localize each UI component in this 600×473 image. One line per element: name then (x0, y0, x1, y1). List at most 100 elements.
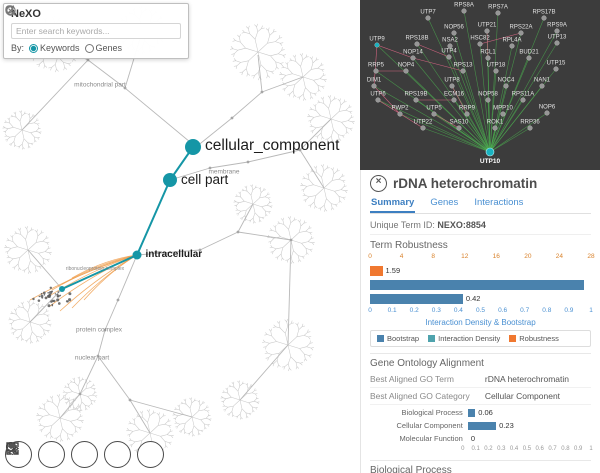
gene-node[interactable] (518, 30, 524, 36)
axis-tick: 0.5 (522, 446, 532, 452)
gene-node[interactable] (495, 10, 501, 16)
gene-edge-negative (412, 57, 464, 72)
ontology-edge (79, 355, 99, 395)
axis-tick: 0.9 (574, 446, 583, 452)
gene-node[interactable] (484, 28, 490, 34)
gene-node[interactable] (539, 83, 545, 89)
gene-node[interactable] (425, 15, 431, 21)
gene-label: RPS8A (454, 3, 474, 9)
tab-interactions[interactable]: Interactions (474, 197, 524, 208)
radio-keywords[interactable]: Keywords (29, 43, 80, 53)
term-node-cell-part[interactable] (163, 173, 177, 187)
gene-cluster-dot (43, 293, 46, 296)
ontology-node[interactable] (236, 230, 240, 234)
gene-node[interactable] (477, 41, 483, 47)
radio-genes[interactable]: Genes (84, 43, 122, 53)
gene-node[interactable] (447, 43, 453, 49)
tab-genes[interactable]: Genes (430, 197, 459, 208)
radio-genes-input[interactable] (84, 43, 94, 53)
ontology-node[interactable] (123, 86, 127, 90)
ontology-node[interactable] (78, 392, 82, 396)
refresh-icon[interactable] (4, 4, 17, 17)
gene-node[interactable] (451, 97, 457, 103)
ontology-node[interactable] (116, 298, 120, 302)
gene-node[interactable] (485, 97, 491, 103)
bar-value: 0 (470, 434, 475, 443)
gene-node[interactable] (553, 66, 559, 72)
gene-node[interactable] (449, 83, 455, 89)
gene-node[interactable] (526, 55, 532, 61)
gene-node[interactable] (410, 55, 416, 61)
gene-node[interactable] (493, 68, 499, 74)
gene-node[interactable] (403, 68, 409, 74)
gene-node[interactable] (554, 28, 560, 34)
radio-keywords-input[interactable] (29, 43, 39, 53)
ontology-node[interactable] (298, 148, 302, 152)
axis-tick: 0.5 (475, 307, 486, 314)
gene-edge (487, 99, 491, 153)
ontology-graph[interactable] (0, 0, 360, 473)
gene-node[interactable] (397, 111, 403, 117)
gene-node[interactable] (492, 125, 498, 131)
gene-node[interactable] (485, 55, 491, 61)
axis-tick: 0.6 (535, 446, 544, 452)
ontology-edge (97, 329, 106, 357)
zoom-out-button[interactable] (5, 441, 65, 468)
gene-node[interactable] (460, 68, 466, 74)
gene-node[interactable] (544, 110, 550, 116)
tab-summary[interactable]: Summary (370, 195, 416, 213)
gene-node[interactable] (461, 8, 467, 14)
gene-node[interactable] (371, 83, 377, 89)
gene-label: RRP9 (459, 106, 476, 112)
gene-node[interactable] (509, 43, 515, 49)
gene-node[interactable] (541, 15, 547, 21)
gene-node[interactable] (500, 111, 506, 117)
expand-collapse-button[interactable] (8, 441, 131, 468)
ontology-node[interactable] (96, 354, 100, 358)
gene-node[interactable] (413, 97, 419, 103)
gene-node[interactable] (503, 83, 509, 89)
ontology-node[interactable] (86, 58, 90, 62)
gene-node[interactable] (373, 68, 379, 74)
gene-node[interactable] (554, 40, 560, 46)
ontology-node[interactable] (246, 160, 250, 164)
ontology-edge (195, 117, 233, 148)
gene-node[interactable] (464, 111, 470, 117)
ontology-node[interactable] (103, 328, 107, 332)
term-node-cellular_component[interactable] (185, 139, 201, 155)
fit-to-screen-button[interactable] (6, 441, 98, 468)
gene-node[interactable] (527, 125, 533, 131)
gene-node[interactable] (431, 111, 437, 117)
gene-node[interactable] (420, 125, 426, 131)
robustness-heading: Term Robustness (370, 240, 448, 251)
gene-node[interactable] (374, 42, 380, 48)
ontology-node[interactable] (260, 90, 264, 94)
ontology-node[interactable] (230, 116, 234, 120)
ontology-node[interactable] (198, 248, 202, 252)
gene-node[interactable] (456, 125, 462, 131)
gene-node[interactable] (451, 30, 457, 36)
gene-node-hub[interactable] (485, 147, 495, 157)
close-icon[interactable]: × (370, 175, 387, 192)
go-score-label: Molecular Function (399, 434, 463, 443)
gene-label: ROK1 (487, 120, 504, 126)
bar-row-robustness: 1.59 (370, 265, 591, 276)
ontology-node[interactable] (128, 398, 132, 402)
axis-tick: 0.2 (409, 307, 419, 314)
search-input[interactable] (11, 23, 181, 39)
gene-label: PWP2 (391, 106, 409, 112)
term-node-cluster[interactable] (59, 286, 65, 292)
gene-node[interactable] (520, 97, 526, 103)
gene-node[interactable] (446, 54, 452, 60)
ontology-node[interactable] (208, 166, 212, 170)
gene-node[interactable] (375, 97, 381, 103)
ontology-node[interactable] (289, 238, 293, 242)
gene-node[interactable] (414, 41, 420, 47)
layers-button[interactable] (7, 441, 164, 468)
term-node-intracellular[interactable] (132, 250, 142, 260)
gene-edge (489, 57, 530, 153)
